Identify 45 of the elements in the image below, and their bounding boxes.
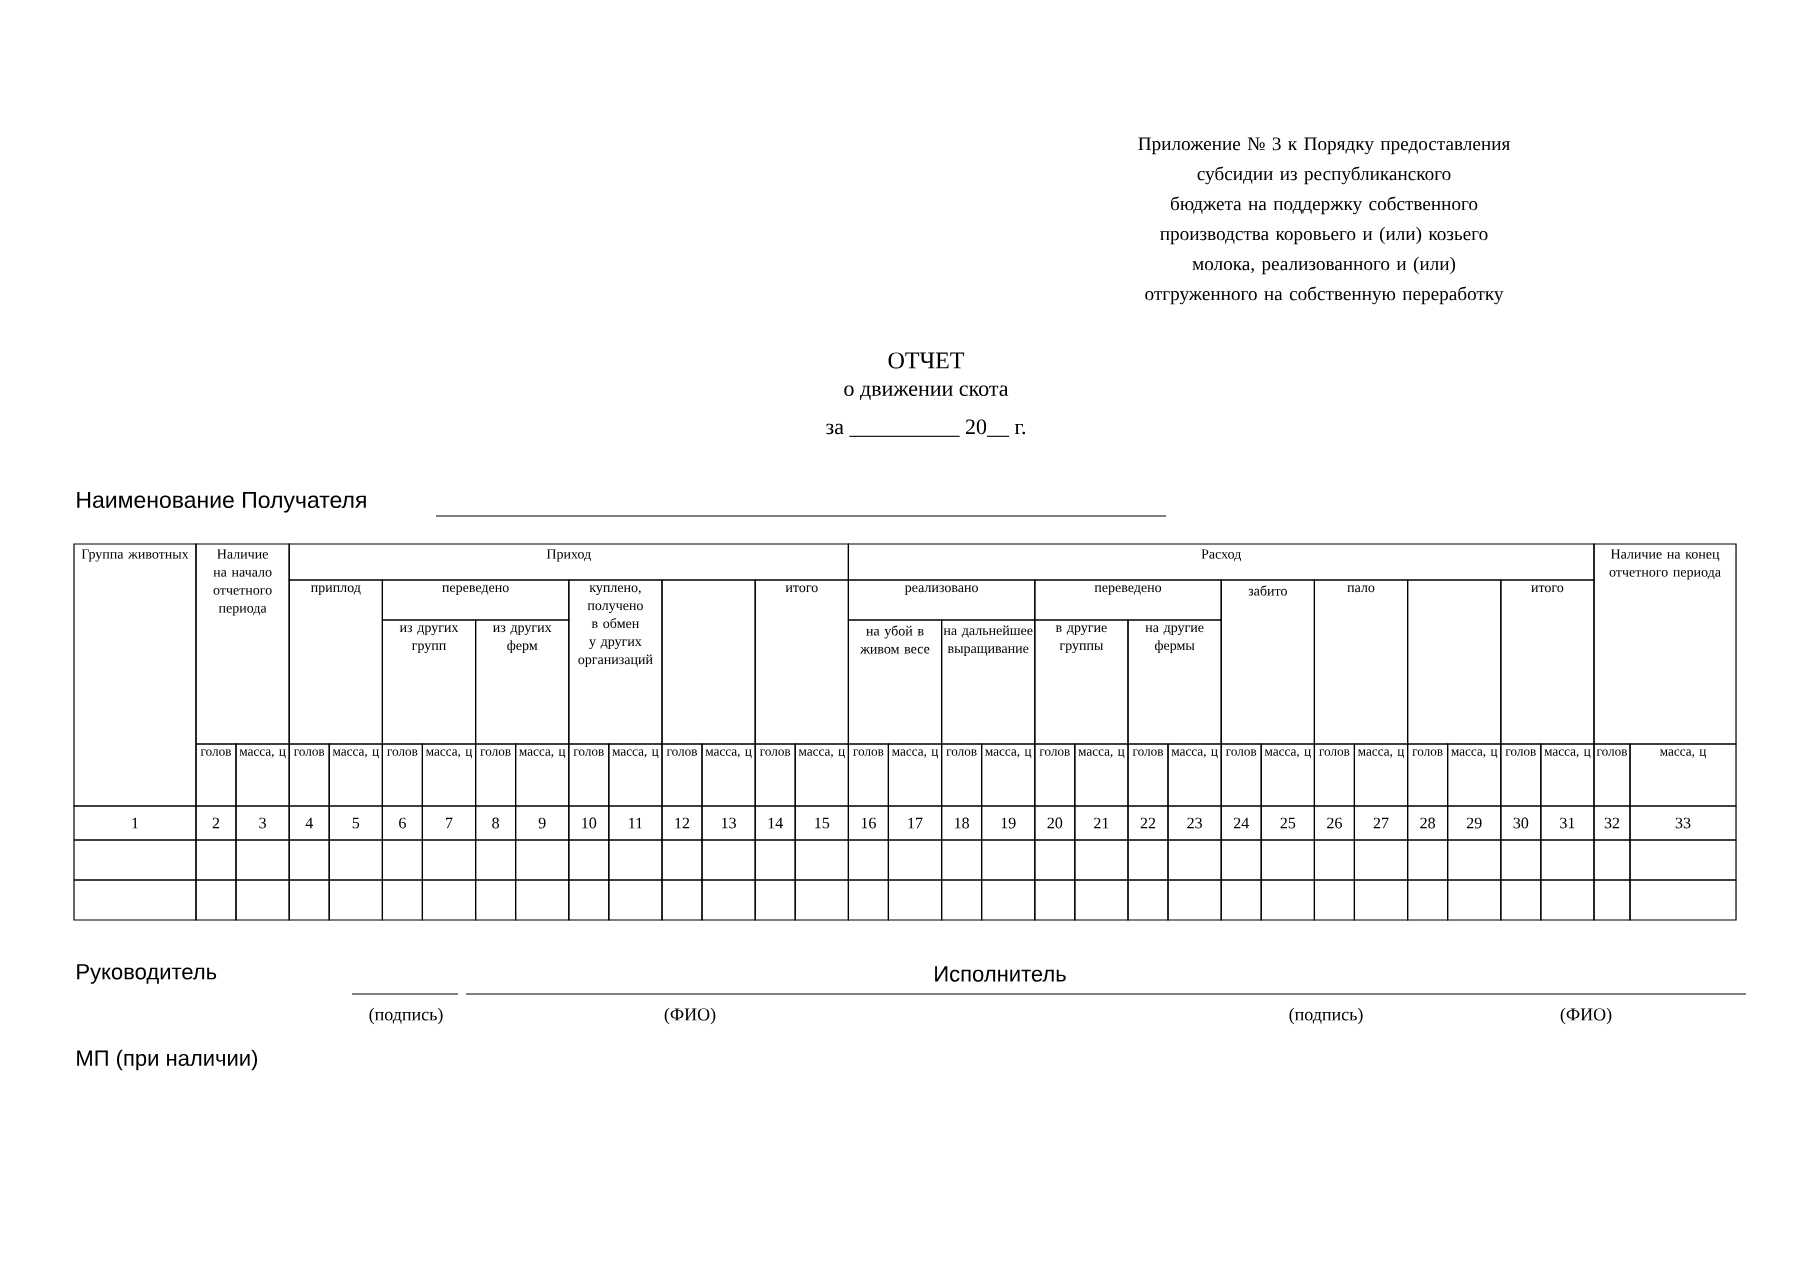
column-number: 15 <box>794 805 849 841</box>
subtitle: о движении скота <box>844 385 1009 401</box>
column-number: 30 <box>1500 805 1542 841</box>
field-label: Наименование Получателя <box>77 492 366 513</box>
column-number: 20 <box>1034 805 1076 841</box>
stamp-note: МП (при наличии) <box>77 1049 258 1071</box>
column-number: 19 <box>981 805 1036 841</box>
column-number: 21 <box>1074 805 1129 841</box>
column-number: 26 <box>1313 805 1355 841</box>
column-number: 6 <box>381 805 423 841</box>
column-number: 13 <box>701 805 756 841</box>
signature-label: Исполнитель <box>935 966 1066 982</box>
appendix-note: Приложение № 3 к Порядку предоставления субсидии из республиканского бюджета на поддержку собственного производства коровьего и (или) козьего молока, реализованного и (или) отгруженного на собственную переработку <box>1138 137 1510 305</box>
column-number: 1 <box>73 805 197 841</box>
field-caption: (подпись) <box>369 1007 443 1025</box>
signature-label: Руководитель <box>77 964 217 984</box>
column-number: 5 <box>328 805 383 841</box>
column-number: 8 <box>475 805 517 841</box>
column-number: 22 <box>1127 805 1169 841</box>
column-number: 14 <box>754 805 796 841</box>
column-number: 12 <box>661 805 703 841</box>
field-caption: (ФИО) <box>664 1007 716 1025</box>
field-caption: (подпись) <box>1289 1007 1363 1025</box>
column-number: 9 <box>515 805 570 841</box>
column-number: 18 <box>941 805 983 841</box>
column-number: 10 <box>568 805 610 841</box>
column-number: 3 <box>235 805 290 841</box>
column-number: 7 <box>421 805 477 841</box>
column-number: 28 <box>1407 805 1449 841</box>
report-period: за __________ 20__ г. <box>826 419 1026 437</box>
column-number: 4 <box>288 805 330 841</box>
column-number: 32 <box>1593 805 1631 841</box>
column-number: 33 <box>1629 805 1737 841</box>
column-number: 31 <box>1540 805 1595 841</box>
column-number: 11 <box>608 805 663 841</box>
column-number: 29 <box>1447 805 1502 841</box>
column-number: 23 <box>1167 805 1222 841</box>
column-number: 25 <box>1260 805 1315 841</box>
title: ОТЧЕТ <box>888 352 965 369</box>
column-number: 17 <box>887 805 943 841</box>
column-number: 2 <box>195 805 237 841</box>
column-number: 27 <box>1353 805 1409 841</box>
column-number: 24 <box>1220 805 1262 841</box>
column-number: 16 <box>847 805 889 841</box>
field-caption: (ФИО) <box>1560 1007 1612 1025</box>
